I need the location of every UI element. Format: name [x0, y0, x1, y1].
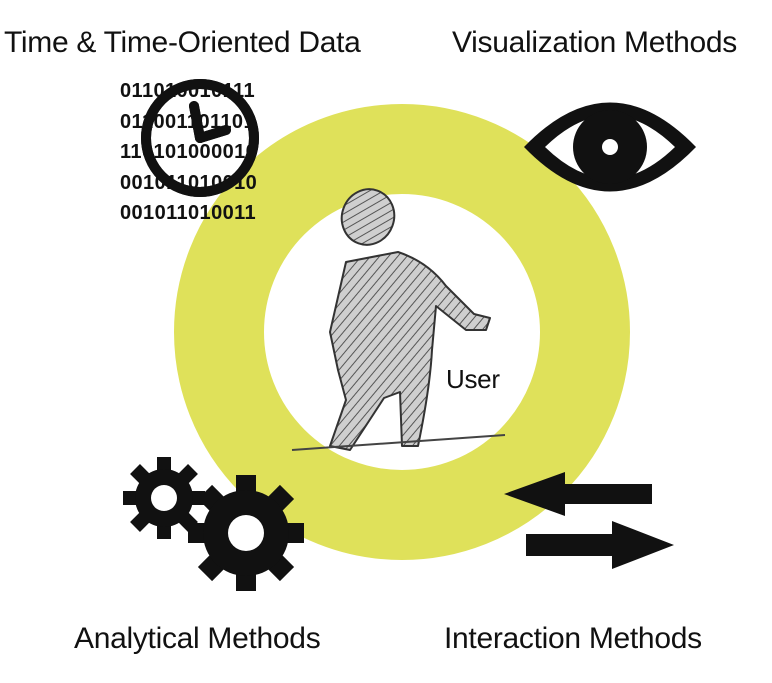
binary-line: 110101000010 [120, 141, 258, 163]
label-analytical-methods: Analytical Methods [74, 622, 321, 655]
ring [174, 104, 630, 560]
label-time-data: Time & Time-Oriented Data [4, 26, 361, 59]
binary-line: 001011010011 [120, 202, 257, 224]
label-visualization-methods: Visualization Methods [452, 26, 737, 59]
binary-line: 011010010111 [120, 80, 255, 102]
binary-line: 001011010010 [120, 171, 258, 194]
label-user: User [446, 364, 500, 394]
binary-line: 011001101101 [120, 110, 255, 133]
eye-icon [524, 102, 696, 192]
user-sketch-figure [291, 188, 506, 451]
label-interaction-methods: Interaction Methods [444, 622, 702, 655]
left-right-arrows-icon [504, 472, 674, 569]
binary-data-block: 011010010111 011001101101 110101000010 0… [120, 76, 257, 229]
gears-icon [123, 457, 304, 591]
